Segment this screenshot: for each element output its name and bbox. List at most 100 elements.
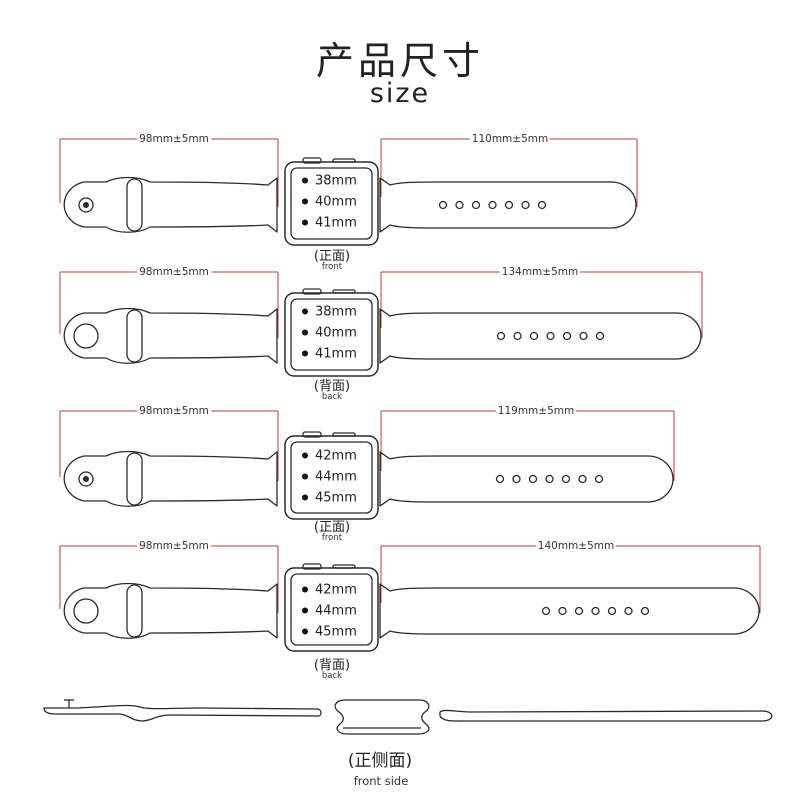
row3-strap-hole-icon [545,474,554,484]
row3-short-length-label: 98mm±5mm [137,405,211,417]
row3-strap-hole-icon [528,474,538,484]
row2-strap-hole-icon [595,331,605,341]
row4-buckle-stud-icon [73,598,99,624]
row1-strap-hole-icon [455,200,464,210]
row1-short-strap [63,176,278,233]
row3-size-label-1: 42mm [315,448,357,464]
row2-strap-hole-icon [562,331,572,341]
row2-size-item-1: 38mm [302,305,357,320]
row1-long-length-label: 110mm±5mm [469,133,551,145]
row2-buckle-stud-icon [73,323,99,349]
row4-strap-hole-icon [640,606,650,616]
row1-strap-hole-icon [504,200,514,210]
row1-size-item-1: 38mm [302,174,357,189]
row4-strap-hole-icon [607,606,617,616]
row3-strap-hole-icon [561,474,571,484]
row2-view-label: (背面) [313,379,351,394]
bullet-icon [302,607,308,613]
row3-long-length-label: 119mm±5mm [495,405,577,417]
row3-size-label-2: 44mm [315,469,357,485]
row2-view-label-english: back [321,392,343,402]
row4-watch-screen [290,573,373,646]
side-view-label: (正侧面) [347,751,413,771]
row1-strap-loop [126,178,143,232]
row4-short-strap [63,582,278,639]
row2-long-strap [379,308,702,364]
row2-short-strap [63,307,278,364]
row4-view-label-english: back [321,671,343,681]
row4-short-length-label: 98mm±5mm [137,540,211,552]
row4-strap-hole-icon [591,606,600,616]
row4-size-item-2: 44mm [302,604,357,619]
row1-size-label-1: 38mm [315,173,357,189]
title-english: size [369,78,431,109]
row2-watch-button [332,289,356,294]
row4-strap-loop [126,584,143,638]
row1-strap-hole-icon [471,200,481,210]
row2-watch-crown [302,288,322,295]
row4-size-label-1: 42mm [315,582,357,598]
row3-strap-loop [126,452,143,506]
row4-long-strap [379,583,760,639]
side-view-label-english: front side [353,774,409,788]
row4-watch-crown [302,563,322,570]
row2-strap-hole-icon [496,331,506,341]
row3-watch-crown [302,431,322,438]
row1-strap-hole-icon [537,200,547,210]
row3-size-item-1: 42mm [302,449,357,464]
row2-watch-screen [290,298,373,371]
row2-size-item-2: 40mm [302,326,357,341]
bullet-icon [302,452,308,458]
row3-size-item-2: 44mm [302,470,357,485]
row2-strap-hole-icon [579,331,588,341]
bullet-icon [302,586,308,592]
bullet-icon [302,628,308,634]
row2-size-label-3: 41mm [315,346,357,362]
row1-size-label-3: 41mm [315,215,357,231]
row2-strap-hole-icon [513,331,522,341]
row1-buckle-stud-icon [78,197,94,213]
row1-long-strap [379,177,637,233]
row3-watch-screen [290,441,373,514]
row1-watch-crown [302,157,322,164]
row2-size-item-3: 41mm [302,347,357,362]
row1-watch-button [332,158,356,163]
row3-buckle-stud-center-icon [83,476,89,482]
title-chinese: 产品尺寸 [315,39,484,83]
row2-short-length-label: 98mm±5mm [137,266,211,278]
bullet-icon [302,473,308,479]
row1-short-length-label: 98mm±5mm [137,133,211,145]
row1-size-item-3: 41mm [302,216,357,231]
row4-watch-case [284,567,379,652]
row2-size-label-2: 40mm [315,325,357,341]
row1-watch-case [284,161,379,246]
bullet-icon [302,219,308,225]
row4-view-label: (背面) [313,658,351,673]
row4-strap-hole-icon [541,606,551,616]
row1-strap-hole-icon [438,200,448,210]
row4-size-item-3: 45mm [302,625,357,640]
row3-view-label-english: front [321,533,343,543]
row1-watch-screen [290,167,373,240]
bullet-icon [302,350,308,356]
row3-size-label-3: 45mm [315,490,357,506]
row4-strap-hole-icon [624,606,633,616]
row3-size-item-3: 45mm [302,491,357,506]
row3-watch-button [332,432,356,437]
row4-size-label-2: 44mm [315,603,357,619]
bullet-icon [302,494,308,500]
row4-strap-hole-icon [558,606,567,616]
row3-strap-hole-icon [578,474,587,484]
row3-long-strap [379,451,674,507]
row1-view-label-english: front [321,262,343,272]
row2-strap-hole-icon [546,331,555,341]
row3-watch-case [284,435,379,520]
row2-size-label-1: 38mm [315,304,357,320]
row1-size-item-2: 40mm [302,195,357,210]
row4-size-label-3: 45mm [315,624,357,640]
row3-buckle-stud-icon [78,471,94,487]
row3-strap-hole-icon [512,474,521,484]
row2-long-length-label: 134mm±5mm [499,266,581,278]
side-short-strap [43,704,322,722]
side-long-strap [439,709,773,722]
